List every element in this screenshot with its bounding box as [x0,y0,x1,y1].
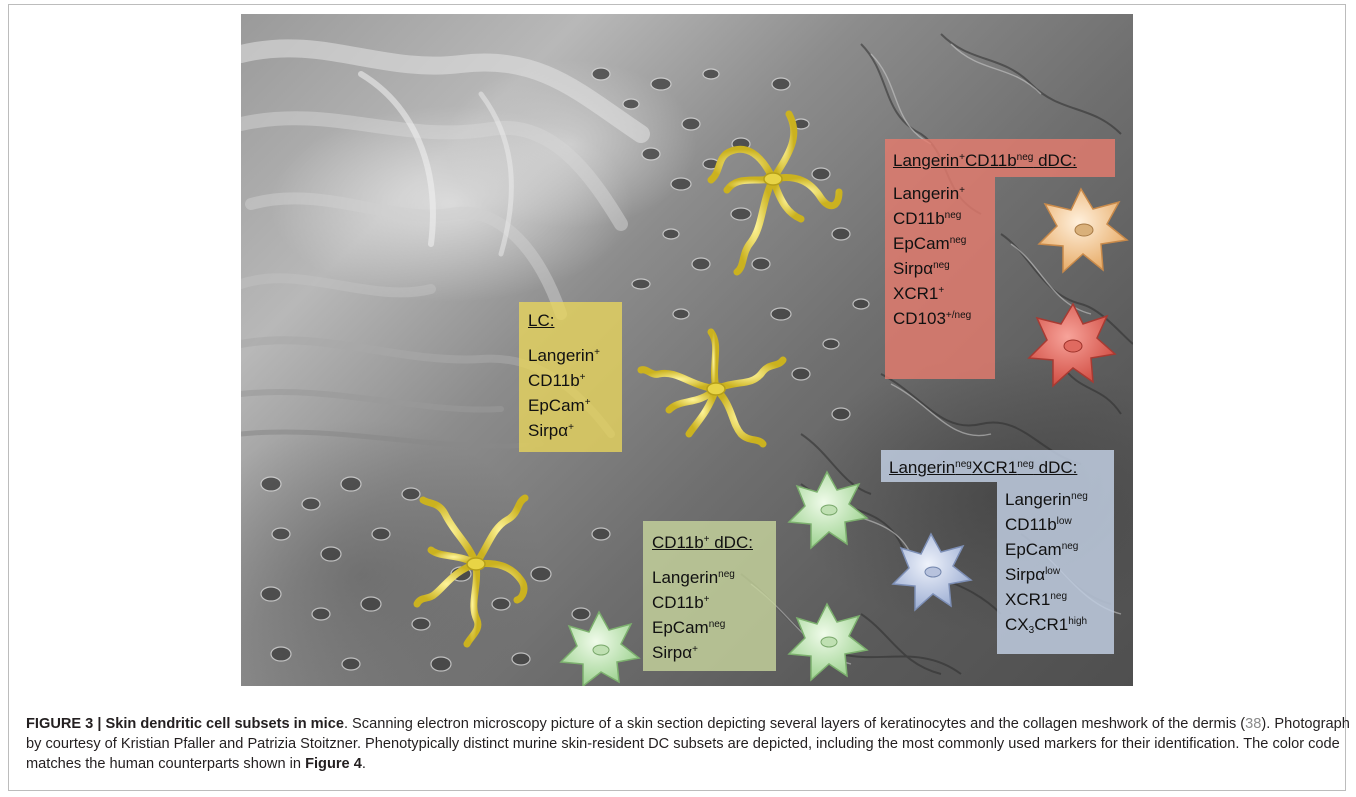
caption-citation-link[interactable]: 38 [1245,716,1261,732]
langerhans-cell-top [711,114,839,272]
langerin-pos-ddc-title: Langerin+CD11bneg dDC: [893,148,1115,173]
dc-cell-blue [893,534,971,610]
langerin-pos-ddc-header: Langerin+CD11bneg dDC: [885,139,1115,177]
langerin-pos-marker-xcr1: XCR1+ [893,281,995,306]
langerin-neg-marker-cx3cr1: CX3CR1high [1005,612,1114,637]
langerhans-cell-middle [641,332,783,444]
langerin-pos-marker-cd11b: CD11bneg [893,206,995,231]
lc-marker-langerin: Langerin+ [528,343,622,368]
figure-caption: FIGURE 3 | Skin dendritic cell subsets i… [26,714,1351,774]
cd11b-pos-marker-sirpa: Sirpα+ [652,640,776,665]
langerin-pos-marker-epcam: EpCamneg [893,231,995,256]
langerin-neg-ddc-title: LangerinnegXCR1neg dDC: [889,455,1114,480]
figure-frame: LC: Langerin+ CD11b+ EpCam+ Sirpα+ Lange… [8,4,1346,791]
langerin-neg-ddc-markers: Langerinneg CD11blow EpCamneg Sirpαlow X… [997,482,1114,654]
cd11b-pos-ddc-title: CD11b+ dDC: [652,530,776,555]
caption-figure-link[interactable]: Figure 4 [305,756,362,772]
caption-label: FIGURE 3 | Skin dendritic cell subsets i… [26,716,344,732]
cd11b-pos-marker-epcam: EpCamneg [652,615,776,640]
langerin-neg-ddc-header: LangerinnegXCR1neg dDC: [881,450,1114,482]
dc-cell-green-lower-left [561,612,639,686]
langerin-pos-marker-sirpa: Sirpαneg [893,256,995,281]
langerin-neg-marker-epcam: EpCamneg [1005,537,1114,562]
caption-text-1: . Scanning electron microscopy picture o… [344,716,1245,732]
dc-cell-green-lower-right [789,604,867,680]
lc-marker-cd11b: CD11b+ [528,368,622,393]
dc-cell-green-upper [789,472,867,548]
langerin-pos-ddc-markers: Langerin+ CD11bneg EpCamneg Sirpαneg XCR… [885,177,995,379]
langerhans-cell-bottom [417,498,525,644]
sem-micrograph: LC: Langerin+ CD11b+ EpCam+ Sirpα+ Lange… [241,14,1133,686]
lc-marker-sirpa: Sirpα+ [528,418,622,443]
langerin-neg-marker-cd11b: CD11blow [1005,512,1114,537]
cd11b-pos-marker-cd11b: CD11b+ [652,590,776,615]
cd11b-pos-marker-langerin: Langerinneg [652,565,776,590]
langerin-pos-marker-langerin: Langerin+ [893,181,995,206]
lc-label-box: LC: Langerin+ CD11b+ EpCam+ Sirpα+ [519,302,622,452]
langerin-neg-marker-xcr1: XCR1neg [1005,587,1114,612]
lc-marker-epcam: EpCam+ [528,393,622,418]
cd11b-pos-ddc-box: CD11b+ dDC: Langerinneg CD11b+ EpCamneg … [643,521,776,671]
langerin-neg-marker-langerin: Langerinneg [1005,487,1114,512]
langerin-neg-marker-sirpa: Sirpαlow [1005,562,1114,587]
dc-cell-orange [1039,189,1127,272]
caption-text-3: . [362,756,366,772]
langerin-pos-marker-cd103: CD103+/neg [893,306,995,331]
lc-title: LC: [528,308,622,333]
